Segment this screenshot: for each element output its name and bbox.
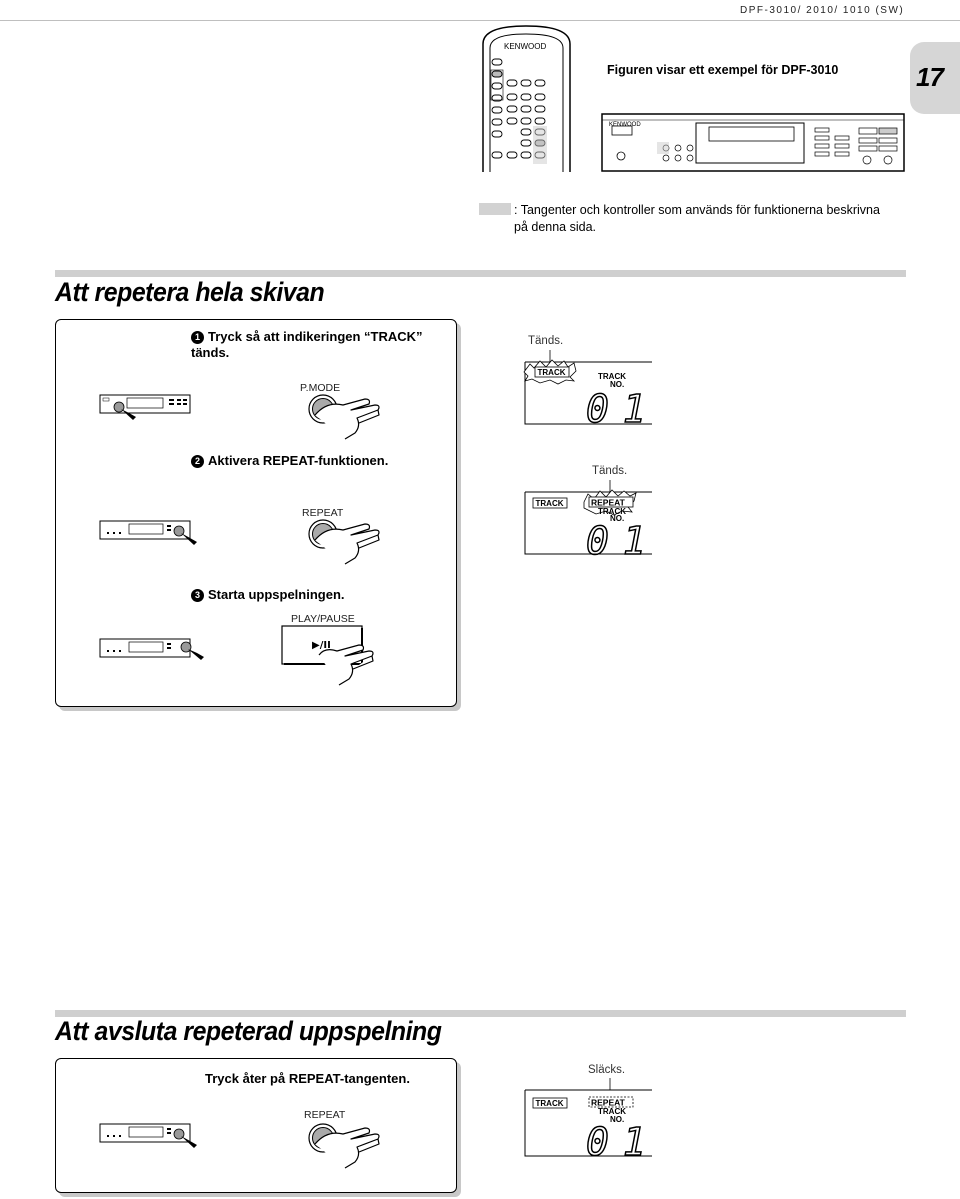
section-1-bar (55, 270, 906, 277)
pmode-button-label: P.MODE (300, 382, 341, 394)
figure-caption: Figuren visar ett exempel för DPF-3010 (607, 63, 839, 77)
display-3-digits: 01 (586, 1120, 660, 1164)
player-brand-label: KENWOOD (609, 122, 641, 128)
display-2-track-no-2: NO. (610, 514, 624, 523)
remote-brand-label: KENWOOD (504, 42, 546, 51)
display-3-track-no-2: NO. (610, 1115, 624, 1124)
play-pause-button-press[interactable]: ▶/II (281, 625, 381, 690)
repeat-button-label-2: REPEAT (304, 1109, 346, 1121)
cd-player-illustration: KENWOOD (601, 113, 905, 172)
legend-text: : Tangenter och kontroller som används f… (514, 203, 880, 234)
repeat-button-press-1[interactable] (305, 518, 385, 568)
section-1-title: Att repetera hela skivan (55, 277, 325, 307)
display-2-repeat-indicator: REPEAT (591, 498, 626, 508)
display-panel-2: TRACK REPEAT TRACK NO. 01 (524, 480, 652, 564)
mini-player-3 (99, 638, 204, 660)
display-1-track-no-1: TRACK (598, 372, 626, 381)
page-number: 17 (916, 62, 944, 92)
repeat-button-press-2[interactable] (305, 1122, 385, 1172)
display-2-track-indicator: TRACK (536, 499, 564, 508)
display-2-track-no-1: TRACK (598, 507, 626, 516)
stop-repeat-instruction: Tryck åter på REPEAT-tangenten. (205, 1071, 410, 1086)
step-2-text: Aktivera REPEAT-funktionen. (208, 453, 389, 468)
display-3-track-indicator: TRACK (536, 1099, 564, 1108)
display-1-track-indicator: TRACK (538, 368, 566, 377)
play-pause-button-label: PLAY/PAUSE (291, 613, 355, 625)
mini-player-2 (99, 520, 197, 545)
step-1-text: Tryck så att indikeringen “TRACK” tänds. (191, 329, 423, 360)
section-2-bar (55, 1010, 906, 1017)
step-1-status: Tänds. (528, 335, 564, 347)
step-2-number: 2 (191, 455, 204, 468)
highlight-legend-swatch (479, 203, 511, 215)
display-3-repeat-indicator: REPEAT (591, 1098, 626, 1108)
display-2-digits: 01 (586, 519, 660, 563)
stop-repeat-status: Släcks. (588, 1064, 626, 1076)
step-3-text: Starta uppspelningen. (208, 587, 345, 602)
model-code: DPF-3010/ 2010/ 1010 (SW) (740, 5, 905, 16)
pmode-button-press[interactable] (305, 393, 385, 443)
display-1-digits: 01 (586, 387, 660, 431)
remote-control-illustration: KENWOOD (482, 25, 571, 172)
step-2-instruction: 2 Aktivera REPEAT-funktionen. (191, 453, 388, 469)
display-panel-3: TRACK REPEAT TRACK NO. 01 (524, 1078, 652, 1165)
mini-player-4 (99, 1123, 197, 1148)
step-1-number: 1 (191, 331, 204, 344)
step-3-instruction: 3 Starta uppspelningen. (191, 587, 345, 603)
section-2-title: Att avsluta repeterad uppspelning (55, 1016, 442, 1046)
mini-player-1 (99, 394, 191, 420)
step-3-number: 3 (191, 589, 204, 602)
repeat-button-label-1: REPEAT (302, 507, 344, 519)
play-pause-symbol: ▶/II (312, 640, 331, 651)
page-tab (910, 42, 960, 114)
display-panel-1: TRACK TRACK NO. 01 (523, 350, 660, 432)
display-1-track-no-2: NO. (610, 380, 624, 389)
step-2-status: Tänds. (592, 465, 628, 477)
header-divider (0, 20, 960, 21)
display-3-track-no-1: TRACK (598, 1107, 626, 1116)
